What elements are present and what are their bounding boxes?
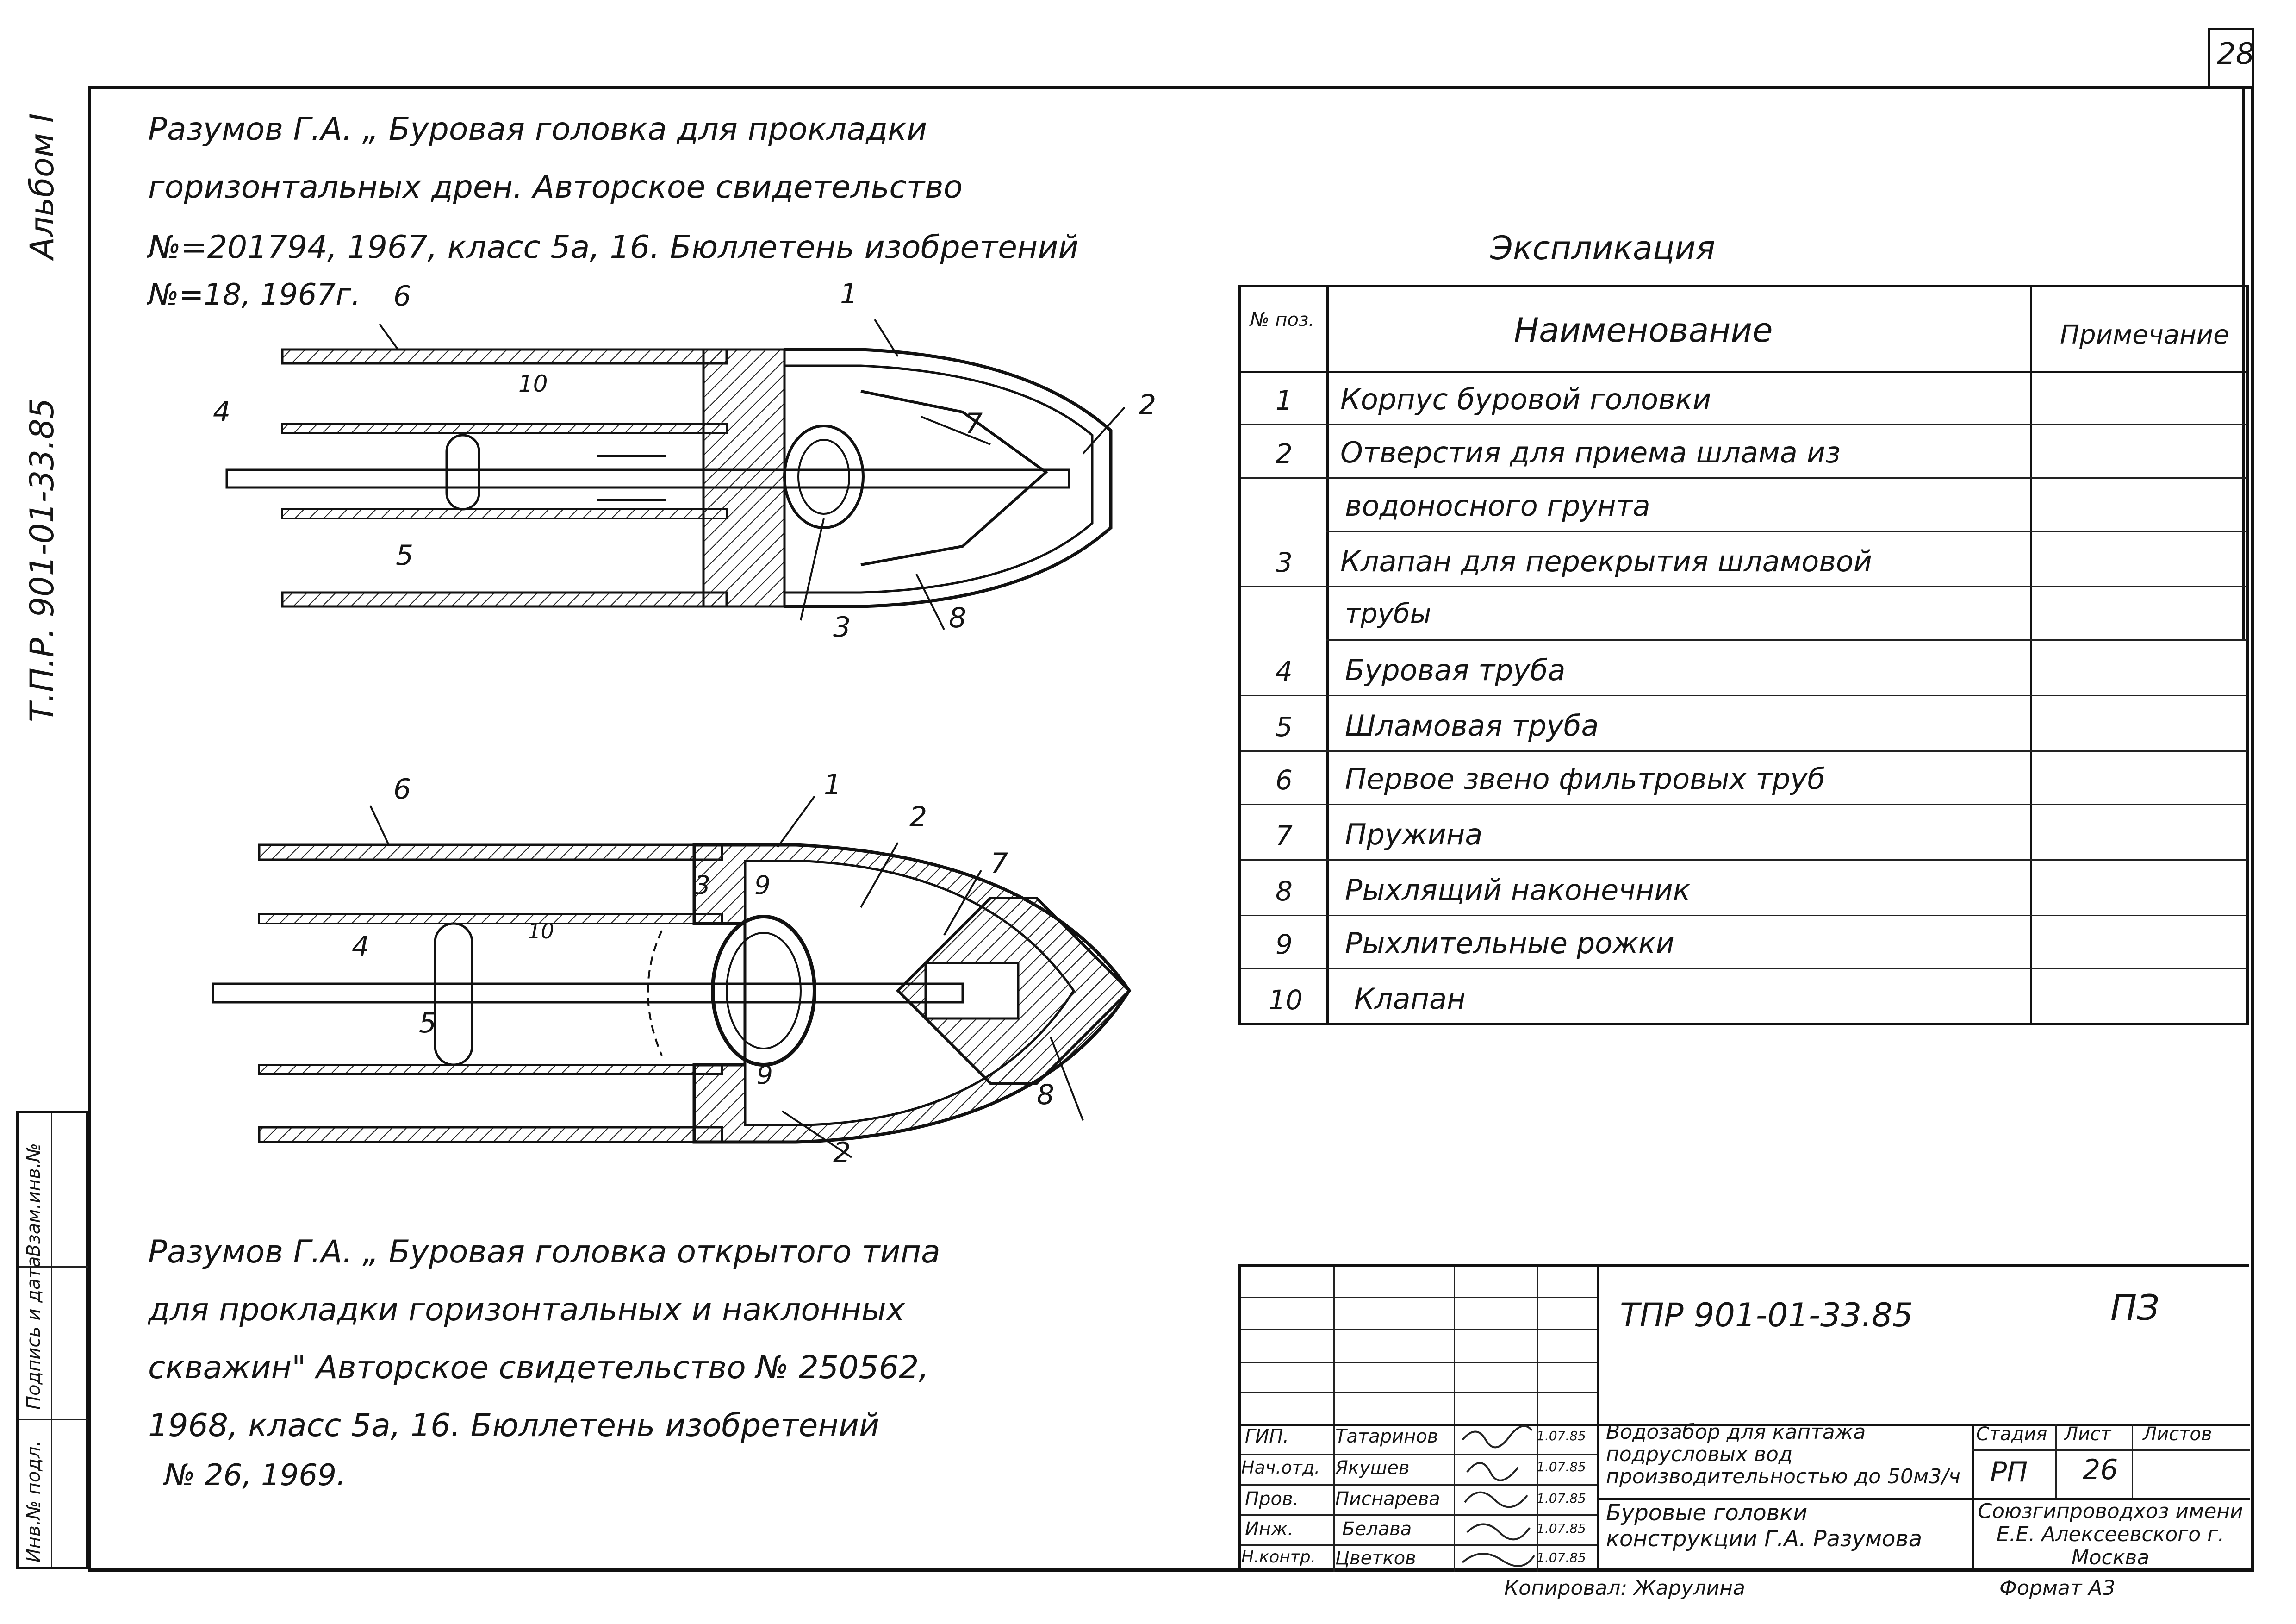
ref-top-line1: Разумов Г.А. „ Буровая головка для прокл… [148,111,927,148]
drawing-frame [88,86,2254,1572]
header-pos: № поз. [1250,309,1314,331]
sheet-title: Буровые головки конструкции Г.А. Разумов… [1606,1500,1923,1552]
row-name: Первое звено фильтровых труб [1345,762,1825,796]
sheet-value: 26 [2083,1454,2118,1486]
person-role: Инж. [1245,1518,1294,1540]
explication-table: № поз. Наименование Примечание 1 Корпус … [1238,285,2249,1025]
margin-stamp: Взам.инв.№ Подпись и дата Инв.№ подл. [16,1111,88,1569]
stamp-sign-date: Подпись и дата [23,1256,44,1410]
row-pos: 9 [1276,929,1293,960]
sheet-format: Формат А3 [1999,1576,2116,1600]
row-name: Клапан для перекрытия шламовой [1340,544,1873,578]
row-name: Отверстия для приема шлама из [1340,436,1841,469]
person-role: ГИП. [1245,1426,1289,1447]
row-pos: 6 [1276,764,1293,796]
ref-bottom-line2: для прокладки горизонтальных и наклонных [148,1292,905,1328]
person-date: 1.07.85 [1537,1491,1586,1506]
drill-head-drawing-top [225,319,1126,630]
header-name: Наименование [1514,311,1773,350]
top-label-7: 7 [965,407,983,440]
row-pos: 3 [1276,547,1293,578]
bottom-label-1: 1 [824,768,842,801]
stage-value: РП [1990,1456,2028,1488]
row-pos: 2 [1276,438,1293,469]
row-pos: 5 [1276,711,1293,743]
ref-bottom-line5: № 26, 1969. [164,1458,346,1493]
person-date: 1.07.85 [1537,1521,1586,1536]
top-label-6: 6 [393,280,411,312]
copied-by: Копировал: Жарулина [1504,1576,1745,1600]
row-name: Корпус буровой головки [1340,382,1711,416]
person-date: 1.07.85 [1537,1428,1586,1443]
row-name: Буровая труба [1345,653,1566,687]
person-name: Якушев [1335,1457,1410,1479]
bottom-label-10: 10 [528,919,554,943]
title-block [1238,1264,2250,1572]
ref-bottom-line3: скважин" Авторское свидетельство № 25056… [148,1349,929,1386]
bottom-label-3: 3 [694,870,710,900]
sheet-label: Лист [2064,1424,2111,1445]
ref-top-line2: горизонтальных дрен. Авторское свидетель… [148,169,963,206]
person-name: Цветков [1335,1548,1416,1569]
person-name: Писнарева [1335,1488,1440,1510]
top-label-1: 1 [840,278,858,310]
stamp-replace-inv: Взам.инв.№ [23,1143,44,1257]
margin-code: Т.П.Р. 901-01-33.85 [23,398,61,722]
ref-top-line4: №=18, 1967г. [148,278,361,312]
stamp-inv-original: Инв.№ подл. [23,1440,44,1562]
sheet-number: 28 [2217,37,2255,71]
ref-bottom-line1: Разумов Г.А. „ Буровая головка открытого… [148,1234,940,1270]
person-role: Пров. [1245,1488,1299,1510]
right-edge-line [2242,86,2245,641]
top-label-8: 8 [949,602,967,634]
doc-code: ТПР 901-01-33.85 [1620,1296,1913,1334]
row-pos: 7 [1276,820,1293,851]
top-label-2: 2 [1139,389,1157,421]
row-name: Шламовая труба [1345,709,1599,743]
person-name: Белава [1342,1518,1412,1540]
project-title: Водозабор для каптажа подрусловых вод пр… [1606,1420,1961,1488]
bottom-label-2b: 2 [833,1137,851,1169]
person-name: Татаринов [1335,1426,1438,1447]
row-name: водоносного грунта [1345,489,1650,523]
album-label: Альбом I [23,113,61,259]
row-name: трубы [1345,598,1431,629]
ref-top-line3: №=201794, 1967, класс 5а, 16. Бюллетень … [148,229,1079,266]
row-pos: 1 [1276,385,1293,416]
person-date: 1.07.85 [1537,1459,1586,1474]
top-label-10: 10 [518,370,548,397]
bottom-label-5: 5 [419,1007,437,1039]
row-pos: 8 [1276,875,1293,907]
row-pos: 10 [1269,984,1303,1016]
drill-head-drawing-bottom [212,795,1132,1158]
organization: Союзгипроводхоз имени Е.Е. Алексеевского… [1978,1499,2243,1569]
bottom-label-9a: 9 [754,870,771,900]
top-label-5: 5 [396,539,414,572]
top-label-3: 3 [833,611,851,643]
row-name: Клапан [1354,982,1466,1016]
signatures [1462,1425,1535,1567]
row-pos: 4 [1276,656,1293,687]
sheet-number-box [2208,28,2254,86]
bottom-label-9b: 9 [757,1060,773,1090]
ref-bottom-line4: 1968, класс 5а, 16. Бюллетень изобретени… [148,1407,880,1444]
row-name: Рыхлящий наконечник [1345,873,1691,907]
bottom-label-4: 4 [352,931,370,963]
person-role: Нач.отд. [1241,1457,1320,1478]
bottom-label-2: 2 [909,801,927,833]
sheets-label: Листов [2143,1424,2212,1445]
section-code: ПЗ [2110,1287,2159,1328]
top-label-4: 4 [213,396,231,428]
person-role: Н.контр. [1241,1548,1316,1567]
bottom-label-6: 6 [393,773,411,806]
stage-label: Стадия [1976,1424,2047,1445]
explication-title: Экспликация [1490,229,1716,267]
row-name: Пружина [1345,818,1483,851]
bottom-label-7: 7 [990,847,1008,880]
person-date: 1.07.85 [1537,1550,1586,1565]
header-note: Примечание [2060,320,2229,350]
bottom-label-8: 8 [1037,1079,1055,1111]
row-name: Рыхлительные рожки [1345,926,1674,960]
